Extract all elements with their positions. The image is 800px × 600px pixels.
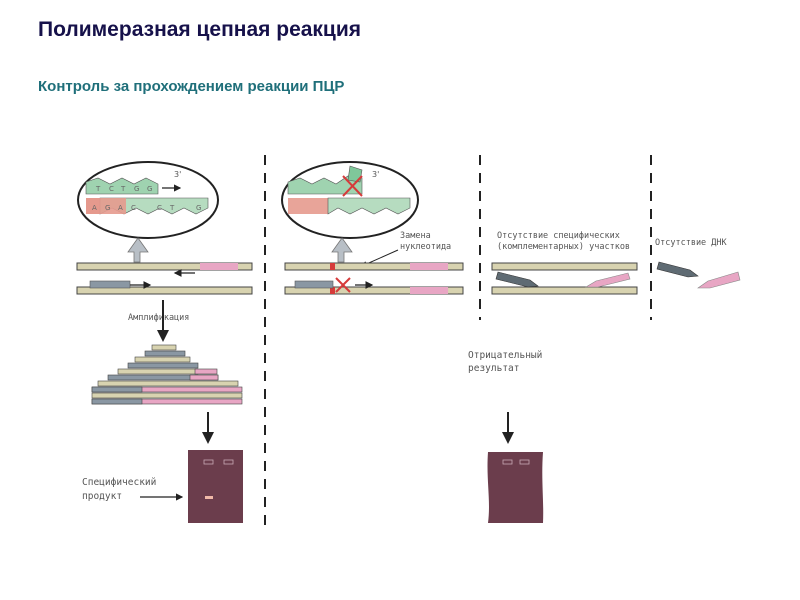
negative-result-line1: Отрицательный <box>468 350 542 361</box>
product-band <box>205 496 213 499</box>
specific-product-line1: Специфический <box>82 477 156 488</box>
no-specific-sites-line2: (комплементарных) участков <box>497 242 630 252</box>
zoom-arrow-1 <box>127 237 149 263</box>
svg-text:T: T <box>169 204 175 212</box>
svg-text:A: A <box>92 204 97 212</box>
amplification-label: Амплификация <box>128 313 189 323</box>
substitution-label-line1: Замена <box>400 231 431 241</box>
svg-text:C: C <box>109 185 114 193</box>
svg-text:A: A <box>118 204 123 212</box>
amplification-pyramid <box>91 344 243 405</box>
base-letters-bottom: A G A C C T G <box>92 204 201 212</box>
dna-template-substitution <box>284 262 464 295</box>
zoom-ellipse-substitution: 3' <box>281 161 419 239</box>
gel-negative <box>487 452 544 523</box>
no-specific-sites-line1: Отсутствие специфических <box>497 231 620 241</box>
substitution-label-line2: нуклеотида <box>400 242 451 252</box>
specific-product-line2: продукт <box>82 491 122 502</box>
base-letters-top: T C T G G <box>95 185 152 193</box>
strand-end-label: 3' <box>174 170 181 179</box>
dna-no-sites <box>491 262 638 295</box>
svg-text:G: G <box>147 185 152 193</box>
svg-text:T: T <box>95 185 101 193</box>
svg-text:G: G <box>196 204 201 212</box>
dna-template-normal <box>76 262 253 295</box>
strand-end-label-2: 3' <box>372 170 379 179</box>
primers-no-dna <box>656 261 741 289</box>
svg-text:C: C <box>131 204 136 212</box>
negative-result-line2: результат <box>468 363 519 374</box>
page-subtitle: Контроль за прохождением реакции ПЦР <box>38 78 345 95</box>
svg-text:T: T <box>120 185 126 193</box>
svg-text:G: G <box>134 185 139 193</box>
svg-text:C: C <box>157 204 162 212</box>
svg-text:G: G <box>105 204 110 212</box>
zoom-ellipse-normal: T C T G G A G A C C T G 3' <box>77 161 219 239</box>
page-title: Полимеразная цепная реакция <box>38 18 362 41</box>
gel-specific-product <box>188 450 243 523</box>
no-dna-label: Отсутствие ДНК <box>655 238 728 248</box>
zoom-arrow-2 <box>331 237 353 263</box>
